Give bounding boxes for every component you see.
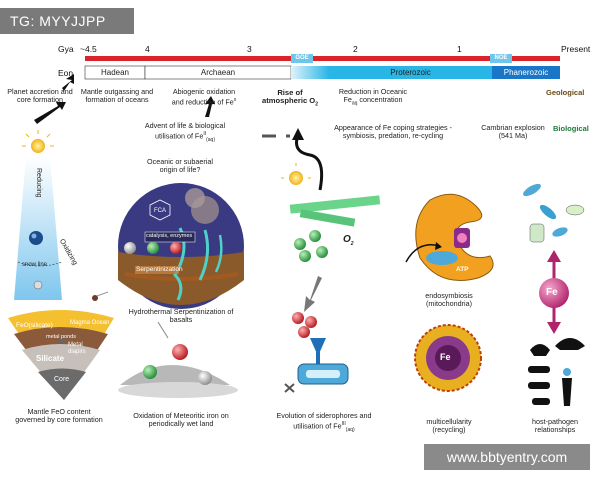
event-oceanic-fe-reduction: Reduction in Oceanic Feaq concentration: [338, 87, 408, 107]
label-silicate: Silicate: [36, 354, 65, 363]
label-catalysis: catalysis, enzymes: [146, 233, 193, 239]
timeline-tick-3: 3: [247, 44, 252, 54]
middle-column: [262, 128, 381, 393]
caption-multicellularity: multicellularity (recycling): [426, 417, 472, 435]
event-mantle-outgassing: Mantle outgassing and formation of ocean…: [80, 87, 154, 105]
label-reducing: Reducing: [35, 168, 42, 198]
eon-hadean: Hadean: [100, 68, 130, 77]
label-fca: FCA: [154, 208, 166, 214]
eon-bar: [84, 65, 560, 80]
geo-arrows: [34, 74, 215, 124]
host-pathogen-column: [523, 183, 585, 406]
event-cambrian-explosion: Cambrian explosion(541 Ma): [481, 123, 545, 141]
goe-marker: GOE: [295, 55, 309, 61]
caption-host-pathogen: host-pathogen relationships: [532, 417, 578, 435]
label-core: Core: [54, 376, 70, 383]
meteoritic-land: [118, 321, 238, 398]
noe-marker: NOE: [494, 55, 508, 61]
row-geological: Geological: [546, 88, 585, 97]
caption-endosymbiosis: endosymbiosis (mitochondria): [425, 291, 473, 309]
label-metal-diapirs: Metal diapirs: [68, 342, 86, 355]
event-rise-of-o2: Rise of atmospheric O2: [262, 88, 318, 108]
eon-phanerozoic: Phanerozoic: [503, 68, 549, 77]
timeline-tick-1: 1: [457, 44, 462, 54]
timeline-end: Present: [561, 44, 591, 54]
row-biological: Biological: [553, 124, 589, 133]
reducing-cone: [14, 130, 63, 300]
label-fe-multicellular: Fe: [440, 352, 451, 362]
label-metal-ponds: metal ponds: [46, 334, 76, 340]
caption-siderophores: Evolution of siderophores and utilisatio…: [276, 411, 372, 434]
planet-wedge: [8, 291, 114, 400]
label-feo-silicate: FeO(silicate): [16, 322, 53, 329]
label-snow-line: snow line: [22, 262, 48, 268]
label-serpentinization: Serpentinization: [136, 266, 183, 273]
caption-meteoritic-iron: Oxidation of Meteoritic iron on periodic…: [133, 411, 229, 429]
watermark-top: TG: MYYJJPP: [0, 8, 134, 34]
eon-proterozoic: Proterozoic: [390, 68, 431, 77]
caption-hydrothermal: Hydrothermal Serpentinization of basalts: [128, 307, 234, 325]
eon-archaean: Archaean: [200, 68, 236, 77]
timeline-tick-2: 2: [353, 44, 358, 54]
label-o2: O2: [343, 234, 354, 247]
event-planet-accretion: Planet accretion and core formation: [7, 87, 73, 105]
timeline-bar: [85, 54, 560, 63]
endosymbiosis-cell: [405, 193, 494, 281]
label-magma-ocean: Magma Ocean: [70, 320, 110, 326]
label-atp: ATP: [456, 266, 469, 273]
watermark-bottom: www.bbtyentry.com: [424, 444, 590, 470]
event-abiogenic-oxidation: Abiogenic oxidation and reduction of Fex: [171, 87, 237, 107]
event-origin-of-life: Oceanic or subaerial origin of life?: [147, 157, 213, 175]
event-fe-coping-strategies: Appearance of Fe coping strategies - sym…: [334, 123, 452, 141]
timeline-start: ~4.5: [80, 44, 97, 54]
event-advent-of-life: Advent of life & biological utilisation …: [144, 121, 226, 144]
timeline-tick-4: 4: [145, 44, 150, 54]
multicellularity-cell: [414, 324, 482, 392]
hydrothermal-disk: [118, 183, 244, 309]
eon-label: Eon: [58, 68, 74, 78]
label-fe-host: Fe: [546, 287, 558, 298]
timeline-unit: Gya: [58, 44, 74, 54]
caption-mantle-feo: Mantle FeO content governed by core form…: [15, 407, 103, 425]
